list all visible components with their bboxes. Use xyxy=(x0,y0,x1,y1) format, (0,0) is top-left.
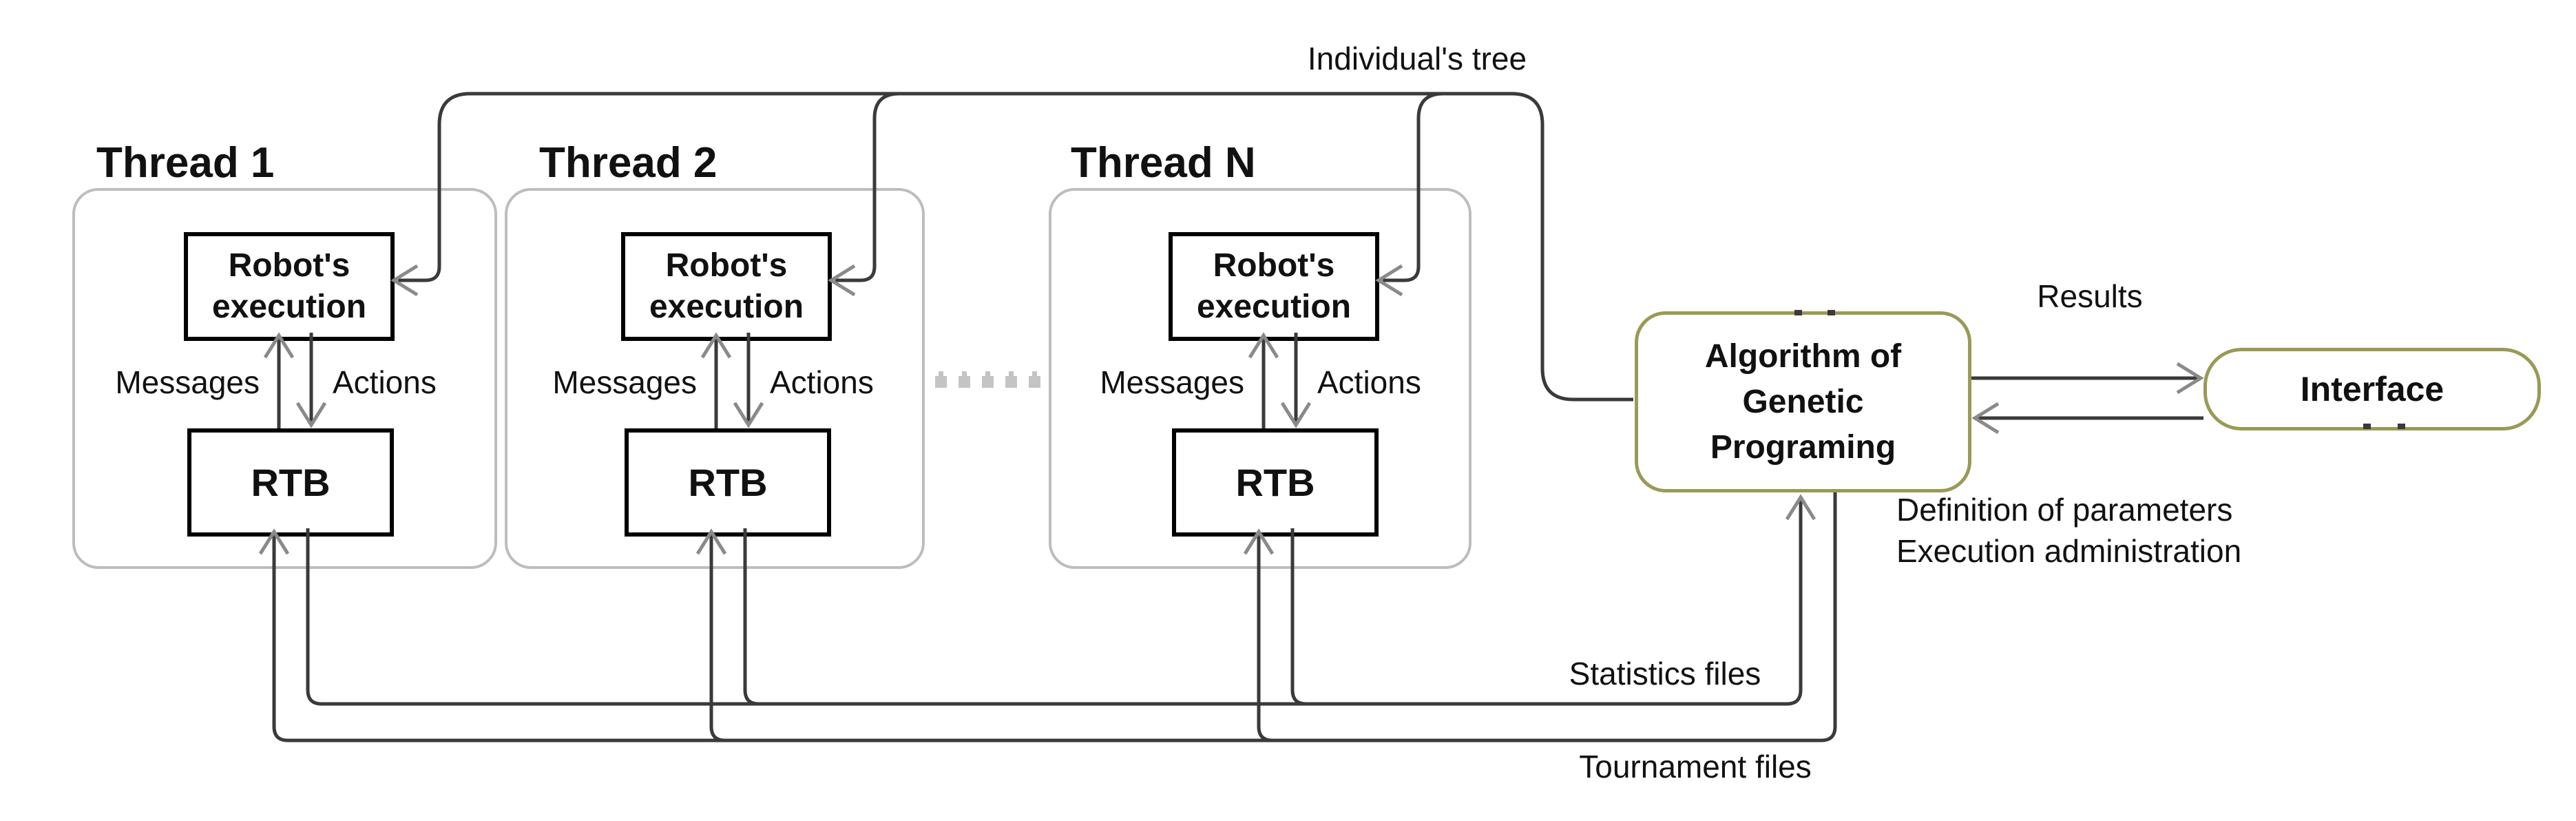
interface-box: Interface xyxy=(2203,348,2541,430)
algorithm-line3: Programing xyxy=(1710,428,1896,466)
algorithm-line2: Genetic xyxy=(1742,383,1864,420)
results-label: Results xyxy=(2037,278,2143,314)
arrowhead-into-interface xyxy=(2176,362,2204,395)
rtb-label: RTB xyxy=(688,461,768,504)
arrowhead-into-algorithm-right xyxy=(1971,402,2000,435)
definition-administration-label: Definition of parameters Execution admin… xyxy=(1896,489,2378,572)
robot-execution-line2: execution xyxy=(649,289,804,325)
thread-2-rtb-box: RTB xyxy=(625,428,831,537)
thread-n-robot-execution-box: Robot's execution xyxy=(1169,232,1379,341)
robot-execution-line1: Robot's xyxy=(665,247,788,284)
ellipsis-dot-cap xyxy=(1032,371,1037,376)
ellipsis-dot xyxy=(959,376,970,388)
ellipsis-dot-cap xyxy=(1009,371,1014,376)
individuals-tree-label: Individual's tree xyxy=(1307,41,1527,76)
ellipsis-dot xyxy=(1005,376,1017,388)
rtb-label: RTB xyxy=(1235,461,1315,504)
thread-1-label: Thread 1 xyxy=(96,139,275,187)
definition-line1: Definition of parameters xyxy=(1896,492,2233,528)
interface-label: Interface xyxy=(2300,370,2444,408)
statistics-files-label: Statistics files xyxy=(1569,656,1761,692)
tournament-files-label: Tournament files xyxy=(1579,749,1812,784)
thread-ellipsis-dots xyxy=(935,371,1040,388)
ellipsis-dot-cap xyxy=(939,371,943,376)
thread-n-actions-label: Actions xyxy=(1317,364,1421,400)
robot-execution-line1: Robot's xyxy=(228,247,350,284)
algorithm-line1: Algorithm of xyxy=(1704,337,1902,375)
thread-2-label: Thread 2 xyxy=(539,139,718,187)
rtb-label: RTB xyxy=(251,461,331,504)
algorithm-genetic-programing-box: Algorithm of Genetic Programing xyxy=(1635,311,1971,492)
ellipsis-dot xyxy=(1029,376,1040,388)
thread-n-label: Thread N xyxy=(1071,139,1256,187)
ellipsis-dot xyxy=(982,376,994,388)
thread-1-messages-label: Messages xyxy=(115,364,260,400)
robot-execution-line2: execution xyxy=(1196,289,1352,325)
ellipsis-dot-cap xyxy=(962,371,967,376)
thread-1-rtb-box: RTB xyxy=(187,428,394,537)
thread-1-actions-label: Actions xyxy=(333,364,437,400)
arrowhead-into-algorithm-bottom xyxy=(1785,494,1816,521)
thread-1-robot-execution-box: Robot's execution xyxy=(184,232,395,341)
thread-n-rtb-box: RTB xyxy=(1172,428,1379,537)
ellipsis-dot xyxy=(935,376,947,388)
thread-2-actions-label: Actions xyxy=(770,364,874,400)
robot-execution-line1: Robot's xyxy=(1213,247,1335,284)
ellipsis-dot-cap xyxy=(985,371,990,376)
thread-2-robot-execution-box: Robot's execution xyxy=(621,232,832,341)
thread-2-messages-label: Messages xyxy=(552,364,697,400)
definition-line2: Execution administration xyxy=(1896,533,2242,569)
thread-n-messages-label: Messages xyxy=(1100,364,1244,400)
robot-execution-line2: execution xyxy=(211,289,367,325)
